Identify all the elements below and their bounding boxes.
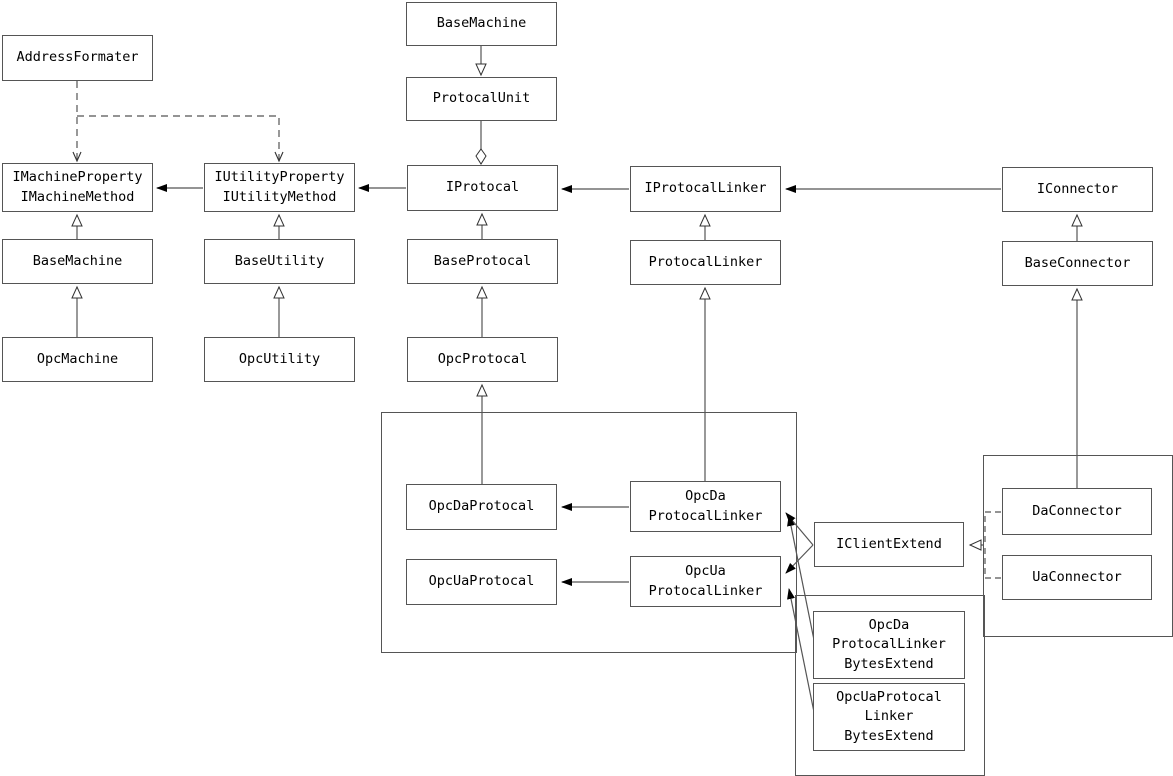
class-box-base-machine-top[interactable]: BaseMachine xyxy=(406,2,557,46)
class-label: DaConnector xyxy=(1032,502,1122,519)
class-box-iprotocal-linker[interactable]: IProtocalLinker xyxy=(630,166,781,212)
class-label: OpcUaProtocal xyxy=(428,573,535,590)
class-label: IMachineProperty IMachineMethod xyxy=(12,168,143,205)
class-label: BaseProtocal xyxy=(433,252,532,269)
class-box-iprotocal[interactable]: IProtocal xyxy=(407,165,558,211)
class-label: ProtocalLinker xyxy=(648,253,763,270)
class-box-opcua-protocal-linker[interactable]: OpcUa ProtocalLinker xyxy=(630,556,781,607)
class-box-base-protocal[interactable]: BaseProtocal xyxy=(407,239,558,284)
class-label: BaseMachine xyxy=(32,252,123,269)
class-box-opcda-protocal-linker[interactable]: OpcDa ProtocalLinker xyxy=(630,481,781,532)
class-box-opcda-protocal[interactable]: OpcDaProtocal xyxy=(406,484,557,530)
edge-addressformater-iutilityproperty xyxy=(77,115,284,163)
class-label: IClientExtend xyxy=(836,535,942,552)
class-label: OpcProtocal xyxy=(437,350,528,367)
class-box-da-connector[interactable]: DaConnector xyxy=(1002,488,1152,535)
class-box-opc-utility[interactable]: OpcUtility xyxy=(204,337,355,382)
class-box-iconnector[interactable]: IConnector xyxy=(1002,167,1153,212)
class-label: AddressFormater xyxy=(16,49,139,66)
class-box-protocal-unit[interactable]: ProtocalUnit xyxy=(406,77,557,121)
class-box-address-formater[interactable]: AddressFormater xyxy=(2,35,153,81)
class-label: OpcUaProtocal Linker BytesExtend xyxy=(836,688,942,744)
class-box-iclient-extend[interactable]: IClientExtend xyxy=(814,522,964,567)
class-label: ProtocalUnit xyxy=(432,90,531,107)
class-label: OpcDa ProtocalLinker BytesExtend xyxy=(832,616,946,672)
class-box-protocal-linker[interactable]: ProtocalLinker xyxy=(630,240,781,285)
class-box-opcua-bytes-extend[interactable]: OpcUaProtocal Linker BytesExtend xyxy=(813,683,965,751)
class-box-opc-machine[interactable]: OpcMachine xyxy=(2,337,153,382)
class-label: OpcMachine xyxy=(36,350,119,367)
group-protocal-container xyxy=(381,412,797,653)
class-label: OpcDaProtocal xyxy=(428,498,535,515)
group-connector-container xyxy=(983,455,1173,637)
class-box-ua-connector[interactable]: UaConnector xyxy=(1002,555,1152,600)
class-box-imachine-property[interactable]: IMachineProperty IMachineMethod xyxy=(2,163,153,212)
class-label: OpcUa ProtocalLinker xyxy=(648,562,763,599)
class-label: IProtocal xyxy=(445,179,520,196)
class-label: OpcDa ProtocalLinker xyxy=(648,487,763,524)
class-box-iutility-property[interactable]: IUtilityProperty IUtilityMethod xyxy=(204,163,355,212)
class-box-opc-protocal[interactable]: OpcProtocal xyxy=(407,337,558,382)
class-box-base-machine[interactable]: BaseMachine xyxy=(2,239,153,284)
class-box-base-connector[interactable]: BaseConnector xyxy=(1002,241,1153,286)
class-label: UaConnector xyxy=(1032,568,1122,585)
class-label: IProtocalLinker xyxy=(644,180,767,197)
class-label: IUtilityProperty IUtilityMethod xyxy=(214,168,345,205)
class-label: BaseConnector xyxy=(1024,254,1131,271)
class-label: BaseUtility xyxy=(234,252,325,269)
class-box-opcda-bytes-extend[interactable]: OpcDa ProtocalLinker BytesExtend xyxy=(813,611,965,679)
class-box-opcua-protocal[interactable]: OpcUaProtocal xyxy=(406,559,557,605)
class-label: BaseMachine xyxy=(436,15,527,32)
class-label: IConnector xyxy=(1036,180,1119,197)
class-box-base-utility[interactable]: BaseUtility xyxy=(204,239,355,284)
class-label: OpcUtility xyxy=(238,350,321,367)
